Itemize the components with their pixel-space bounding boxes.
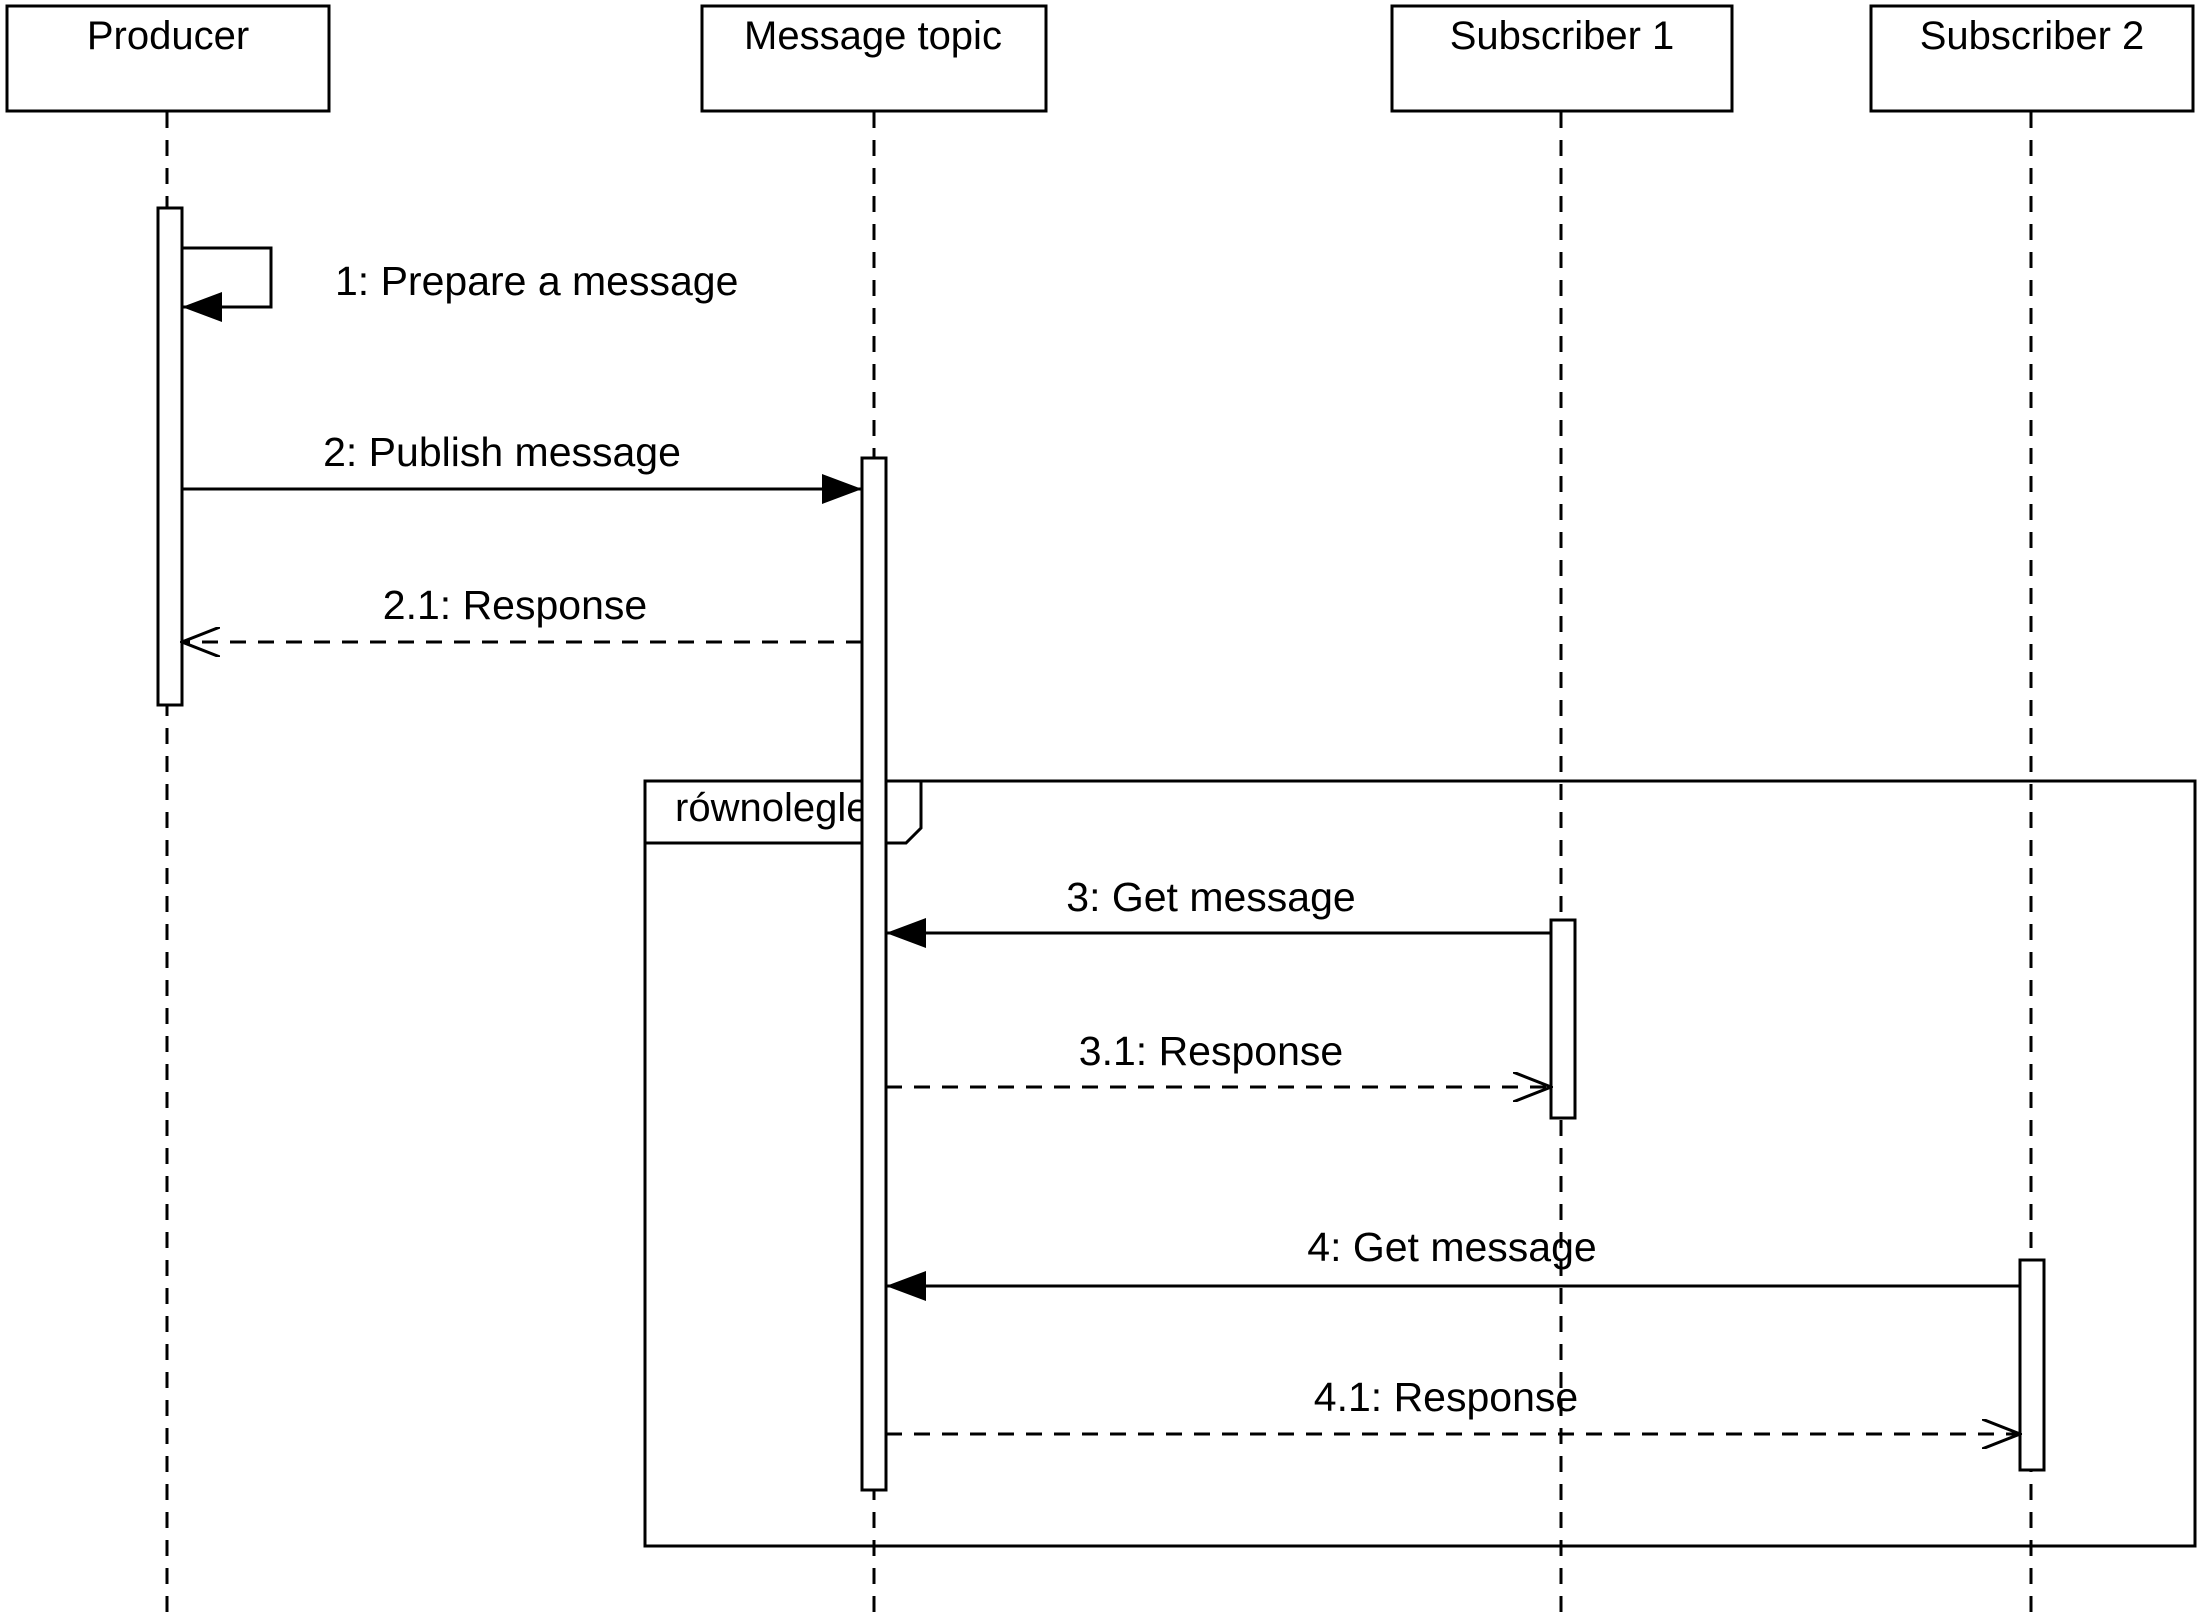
participant-producer: Producer (5, 4, 331, 113)
activation-producer (156, 206, 184, 707)
fragment-label: równolegle (675, 786, 868, 830)
message-label-get-1: 3: Get message (1066, 874, 1355, 920)
activation-subscriber-1 (1549, 918, 1577, 1120)
parallel-fragment: równolegle (643, 779, 2197, 1548)
participant-label: Producer (87, 14, 249, 58)
message-label-get-2: 4: Get message (1307, 1224, 1596, 1270)
participant-message-topic: Message topic (700, 4, 1048, 113)
participant-label: Message topic (744, 14, 1002, 58)
message-arrow-prepare (182, 246, 273, 322)
participant-subscriber-2: Subscriber 2 (1869, 4, 2195, 113)
activation-subscriber-2 (2018, 1258, 2046, 1472)
message-label-response-3-1: 3.1: Response (1079, 1028, 1343, 1074)
fragment-frame (643, 779, 2197, 1548)
message-label-prepare: 1: Prepare a message (335, 258, 738, 304)
participant-label: Subscriber 1 (1450, 14, 1675, 58)
activation-message-topic (860, 456, 888, 1492)
message-label-response-4-1: 4.1: Response (1314, 1374, 1578, 1420)
participant-label: Subscriber 2 (1920, 14, 2145, 58)
fragment-label-tab (645, 781, 923, 845)
participant-subscriber-1: Subscriber 1 (1390, 4, 1734, 113)
message-label-publish: 2: Publish message (323, 429, 681, 475)
message-label-response-2-1: 2.1: Response (383, 582, 647, 628)
